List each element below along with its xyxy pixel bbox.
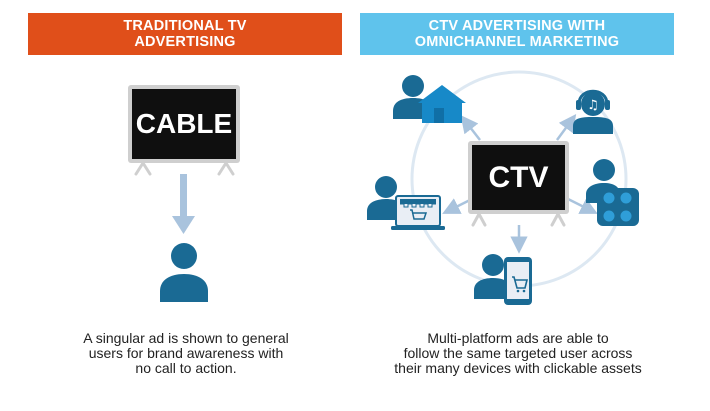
svg-text:♫: ♫ (587, 98, 599, 113)
ctv-omnichannel-banner: CTV ADVERTISING WITH OMNICHANNEL MARKETI… (360, 13, 674, 55)
caption-line: their many devices with clickable assets (394, 360, 642, 376)
laptop-store-icon (391, 195, 445, 230)
general-user-icon (160, 243, 208, 302)
banner-title-line: CTV ADVERTISING WITH (428, 18, 606, 34)
traditional-tv-banner: TRADITIONAL TV ADVERTISING (28, 13, 342, 55)
cable-label: CABLE (136, 108, 232, 139)
ctv-arrows (442, 113, 598, 254)
banner-title-line: ADVERTISING (134, 34, 236, 50)
social-buttons-icon (597, 188, 639, 226)
mobile-user-icon (474, 254, 532, 305)
house-icon (418, 85, 466, 123)
banner-title-line: TRADITIONAL TV (123, 18, 247, 34)
home-user-icon (393, 75, 466, 123)
ctv-icon: CTV (468, 141, 569, 227)
caption-line: A singular ad is shown to general (83, 330, 289, 346)
ctv-caption: Multi-platform ads are able to follow th… (368, 331, 668, 376)
caption-line: follow the same targeted user across (403, 345, 633, 361)
caption-line: users for brand awareness with (88, 345, 284, 361)
arrow-to-home-user (460, 115, 481, 141)
shopping-user-icon (367, 176, 445, 230)
arrow-to-shopping-user (442, 198, 471, 214)
caption-line: Multi-platform ads are able to (427, 330, 609, 346)
music-user-icon: ♫ (573, 89, 613, 134)
arrow-to-social-user (565, 196, 598, 214)
cable-tv-icon: CABLE (128, 85, 240, 176)
banner-title-line: OMNICHANNEL MARKETING (414, 34, 620, 50)
ctv-label: CTV (489, 161, 549, 194)
down-arrow-icon (172, 174, 195, 234)
social-user-icon (586, 159, 639, 226)
arrow-to-music-user (555, 113, 577, 141)
caption-line: no call to action. (135, 360, 237, 376)
phone-cart-icon (504, 257, 532, 305)
traditional-tv-caption: A singular ad is shown to general users … (42, 331, 330, 376)
